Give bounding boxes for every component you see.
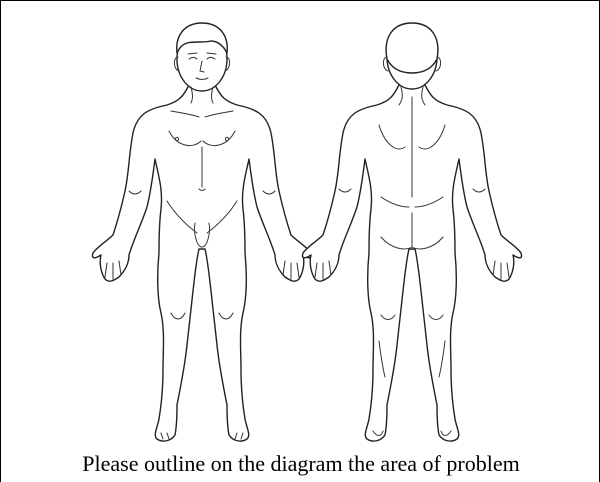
back-body-figure[interactable] — [302, 23, 521, 441]
diagram-instruction-text: Please outline on the diagram the area o… — [1, 449, 600, 479]
back-hair — [386, 23, 438, 73]
body-diagram[interactable] — [1, 1, 600, 451]
front-body-outline — [92, 85, 311, 441]
front-body-figure[interactable] — [92, 23, 311, 441]
